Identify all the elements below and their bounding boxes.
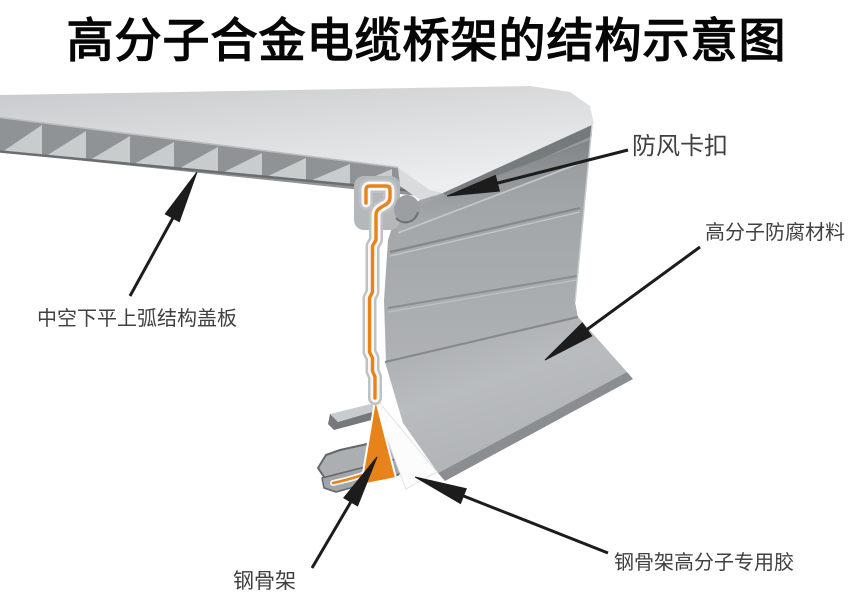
rail-middle-shelf (328, 402, 379, 430)
clip-ear (394, 195, 420, 223)
steel-skeleton-triangle (360, 397, 397, 486)
page-title: 高分子合金电缆桥架的结构示意图 (66, 14, 787, 67)
anticorrosion-skirt (384, 316, 633, 481)
leader-arrow-adhesive (414, 476, 609, 555)
cover-plate-triangle-cells (2, 125, 392, 188)
label-hollow-cover-plate: 中空下平上弧结构盖板 (37, 308, 237, 330)
leader-arrows (128, 148, 701, 569)
cover-plate-edge-tab (398, 168, 443, 200)
label-windproof-clip: 防风卡扣 (632, 133, 728, 160)
leader-arrow-cover-plate (128, 171, 198, 297)
leader-arrow-windproof-clip (446, 148, 629, 197)
leader-arrow-anticorrosion (544, 245, 701, 361)
cover-plate (0, 86, 594, 198)
label-steel-skeleton: 钢骨架 (233, 570, 296, 593)
label-polymer-anticorrosion-material: 高分子防腐材料 (705, 222, 845, 244)
skirt-edge-lip (438, 372, 633, 481)
leader-arrow-steel-skeleton (310, 456, 378, 569)
label-steel-skeleton-polymer-adhesive: 钢骨架高分子专用胶 (614, 552, 794, 574)
